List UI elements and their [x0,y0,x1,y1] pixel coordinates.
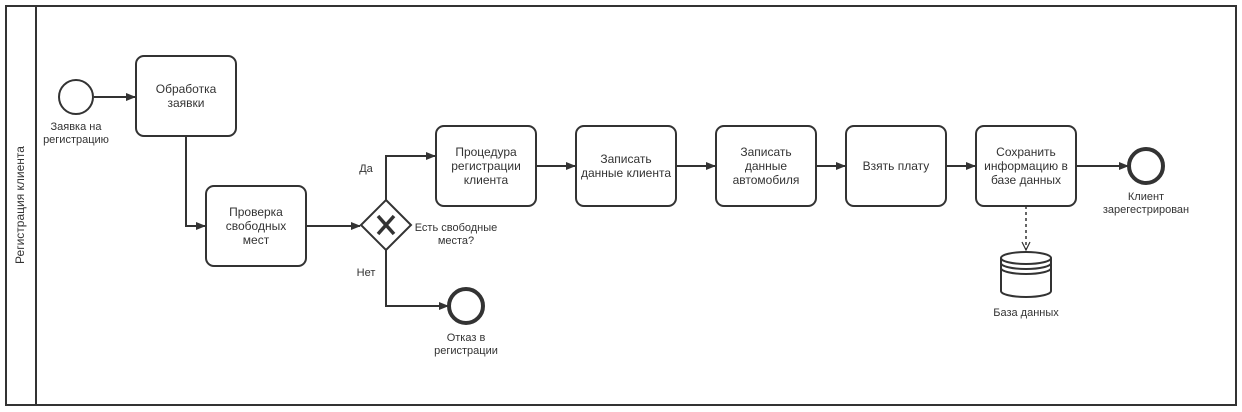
data-store-label: База данных [993,307,1059,319]
exclusive-gateway[interactable] [359,198,413,252]
end-event-rejected-label: Отказ в регистрации [434,332,498,357]
end-event-registered-label: Клиент зарегестрирован [1102,191,1190,216]
pool-border [5,5,1237,406]
task-record-car-data-label: Записать данные автомобиля [732,145,800,187]
task-process-request-label: Обработка заявки [155,82,217,110]
task-check-places-label: Проверка свободных мест [225,205,287,247]
flow-gateway-no [385,250,449,310]
task-registration-procedure-text-box: Процедура регистрации клиента [436,126,536,206]
gateway-question-label: Есть свободные места? [414,222,498,247]
flow-process-to-check [185,136,206,230]
start-event-label: Заявка на регистрацию [43,121,109,146]
lane-title: Регистрация клиента [13,146,27,264]
start-event[interactable] [58,79,94,115]
end-event-rejected[interactable] [447,287,485,325]
task-save-to-db-text-box: Сохранить информацию в базе данных [976,126,1076,206]
task-process-request-text-box: Обработка заявки [136,56,236,136]
task-save-to-db-label: Сохранить информацию в базе данных [984,145,1068,187]
task-record-client-data-text-box: Записать данные клиента [576,126,676,206]
task-take-payment-label: Взять плату [862,159,930,173]
task-record-client-data-label: Записать данные клиента [581,152,671,180]
flow-gateway-yes [385,152,436,200]
end-event-registered[interactable] [1127,147,1165,185]
gateway-no-label: Нет [356,267,376,279]
task-registration-procedure-label: Процедура регистрации клиента [451,145,521,187]
task-record-car-data-text-box: Записать данные автомобиля [716,126,816,206]
task-take-payment-text-box: Взять плату [846,126,946,206]
data-store-icon[interactable] [1000,251,1052,298]
task-check-places-text-box: Проверка свободных мест [206,186,306,266]
gateway-yes-label: Да [359,163,373,175]
